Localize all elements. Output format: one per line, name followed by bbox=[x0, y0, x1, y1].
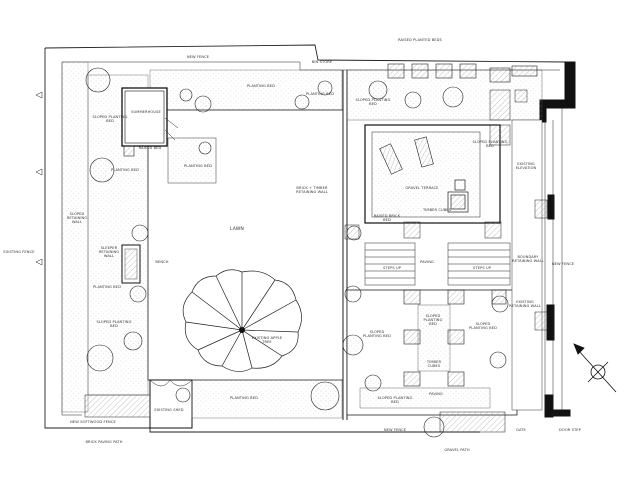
label-planting-bed-upper-right: Planting bed bbox=[306, 92, 334, 96]
label-existing-retaining-wall: Existing retaining wall bbox=[509, 300, 541, 309]
lower-raised-beds bbox=[403, 289, 507, 387]
label-paving: Paving bbox=[420, 260, 434, 264]
shrubs bbox=[85, 67, 509, 438]
label-timber-cubes-lower: Timber cubes bbox=[426, 360, 442, 369]
label-sloped-planting-right: Sloped planting bed bbox=[472, 140, 508, 149]
bench-seat bbox=[124, 248, 138, 280]
raised-planters-row bbox=[387, 63, 538, 83]
label-sloped-retaining-wall: Sloped retaining wall bbox=[66, 212, 88, 225]
planting-strip-bottom-right bbox=[359, 387, 491, 409]
label-sloped-planting-bottom: Sloped planting bed bbox=[377, 396, 413, 405]
label-summerhouse: Summerhouse bbox=[131, 110, 161, 114]
label-existing-fence: Existing fence bbox=[3, 250, 35, 254]
sun-loungers bbox=[379, 136, 434, 175]
label-planting-bed-left: Planting bed bbox=[111, 168, 139, 172]
steps-right bbox=[447, 242, 511, 286]
label-gravel-path: Gravel path bbox=[444, 448, 470, 452]
label-bin-store: Bin store bbox=[311, 60, 333, 64]
label-sloped-planting-top-right: Sloped planting bed bbox=[355, 98, 391, 107]
planting-bed-left bbox=[61, 61, 89, 413]
label-existing-elevation: Existing elevation bbox=[515, 162, 537, 171]
label-boundary-retaining-wall: Boundary retaining wall bbox=[512, 255, 544, 264]
label-planting-bed-bottom: Planting bed bbox=[230, 396, 258, 400]
label-gate: Gate bbox=[516, 428, 526, 432]
label-door-step: Door step bbox=[559, 428, 581, 432]
label-steps-right: Steps up bbox=[473, 266, 491, 270]
label-bench: Bench bbox=[155, 260, 169, 264]
label-new-fence-right: New fence bbox=[551, 262, 575, 266]
label-sloped-planting-right-lower: Sloped planting bed bbox=[469, 322, 497, 331]
central-planting-lower bbox=[417, 304, 451, 372]
raised-brick-square-mid2 bbox=[484, 221, 502, 239]
label-raised-planters-top: Raised planted beds bbox=[398, 38, 442, 42]
retaining-wall-centre bbox=[342, 70, 348, 420]
label-sloped-planting-centre: Sloped planting bed bbox=[423, 314, 443, 327]
label-sleeper-retaining: Sleeper retaining wall bbox=[98, 246, 120, 259]
left-edge-markers bbox=[35, 91, 43, 266]
label-planting-bed-upper: Planting bed bbox=[184, 164, 212, 168]
label-new-fence-top: New fence bbox=[186, 55, 210, 59]
label-gravel-terrace: Gravel terrace bbox=[405, 186, 439, 190]
house-outline bbox=[544, 108, 563, 410]
brick-paving-bottom-left bbox=[84, 394, 151, 418]
raised-bed-small bbox=[123, 145, 135, 157]
label-sloped-planting-left-lower: Sloped planting bed bbox=[363, 330, 391, 339]
label-timber-cubes: Timber cubes bbox=[422, 208, 452, 212]
apple-tree-trunk bbox=[239, 327, 245, 333]
label-brick-paver-wall: Brick + timber retaining wall bbox=[296, 186, 328, 195]
gravel-path-bottom-right bbox=[439, 411, 506, 433]
label-brick-paving: Brick paving path bbox=[85, 440, 123, 444]
right-side-small-beds bbox=[489, 89, 548, 331]
timber-cubes-upper bbox=[447, 179, 469, 213]
label-planting-bed-left2: Planting bed bbox=[93, 285, 121, 289]
shed-structure bbox=[149, 379, 193, 429]
raised-brick-square-right bbox=[489, 124, 511, 146]
summerhouse-building bbox=[121, 87, 179, 147]
label-raised-bed: Raised bed bbox=[138, 146, 162, 150]
apple-tree-canopy bbox=[182, 269, 302, 372]
label-lawn: Lawn bbox=[230, 227, 244, 232]
steps-left bbox=[364, 242, 416, 286]
paving-strip-right bbox=[511, 119, 543, 411]
label-sloped-planting-left: Sloped planting bed bbox=[92, 115, 128, 124]
label-planting-bed-top: Planting bed bbox=[247, 84, 275, 88]
label-new-softwood-fence: New softwood fence bbox=[70, 420, 116, 424]
label-paving-bottom: Paving bbox=[429, 392, 443, 396]
raised-brick-square-mid bbox=[403, 221, 421, 239]
label-steps-left: Steps up bbox=[383, 266, 401, 270]
label-apple-tree: Existing apple tree bbox=[251, 336, 283, 345]
label-new-fence-bottom: New fence bbox=[383, 428, 407, 432]
label-existing-shed: Existing shed bbox=[154, 408, 184, 412]
north-arrow-icon bbox=[573, 343, 617, 393]
planting-bed-top bbox=[149, 69, 343, 111]
label-raised-brick-bed: Raised brick bed bbox=[373, 214, 401, 223]
label-sloped-planting-lower: Sloped planting bed bbox=[96, 320, 132, 329]
